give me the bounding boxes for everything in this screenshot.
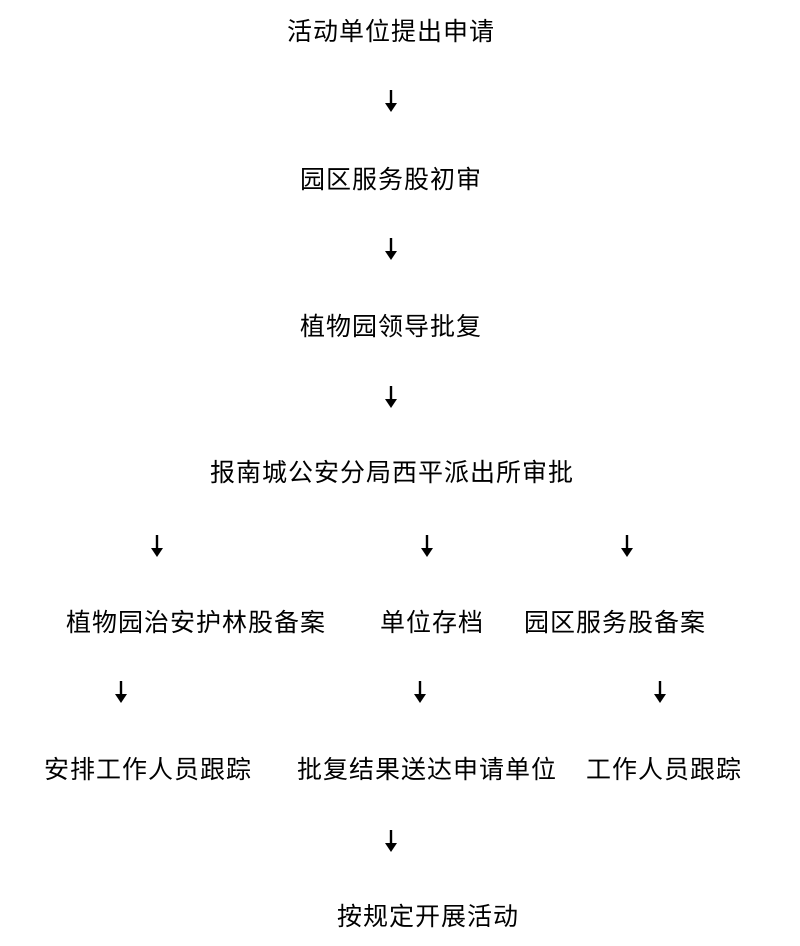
down-arrow-icon — [385, 386, 397, 408]
step-initial-review: 园区服务股初审 — [299, 165, 483, 194]
follow-arrange-staff: 安排工作人员跟踪 — [43, 755, 253, 784]
follow-deliver-result: 批复结果送达申请单位 — [296, 755, 558, 784]
branch-unit-archive: 单位存档 — [379, 608, 485, 637]
down-arrow-icon — [654, 681, 666, 703]
step-police-approval: 报南城公安分局西平派出所审批 — [209, 458, 575, 487]
step-submit-application: 活动单位提出申请 — [286, 17, 496, 46]
down-arrow-icon — [151, 535, 163, 557]
down-arrow-icon — [414, 681, 426, 703]
down-arrow-icon — [385, 830, 397, 852]
branch-security-filing: 植物园治安护林股备案 — [65, 608, 327, 637]
step-carry-out-activity: 按规定开展活动 — [336, 902, 520, 931]
down-arrow-icon — [421, 535, 433, 557]
follow-staff-tracking: 工作人员跟踪 — [585, 755, 743, 784]
down-arrow-icon — [385, 90, 397, 112]
down-arrow-icon — [385, 238, 397, 260]
down-arrow-icon — [621, 535, 633, 557]
step-leader-approval: 植物园领导批复 — [299, 312, 483, 341]
down-arrow-icon — [115, 681, 127, 703]
branch-service-filing: 园区服务股备案 — [523, 608, 707, 637]
